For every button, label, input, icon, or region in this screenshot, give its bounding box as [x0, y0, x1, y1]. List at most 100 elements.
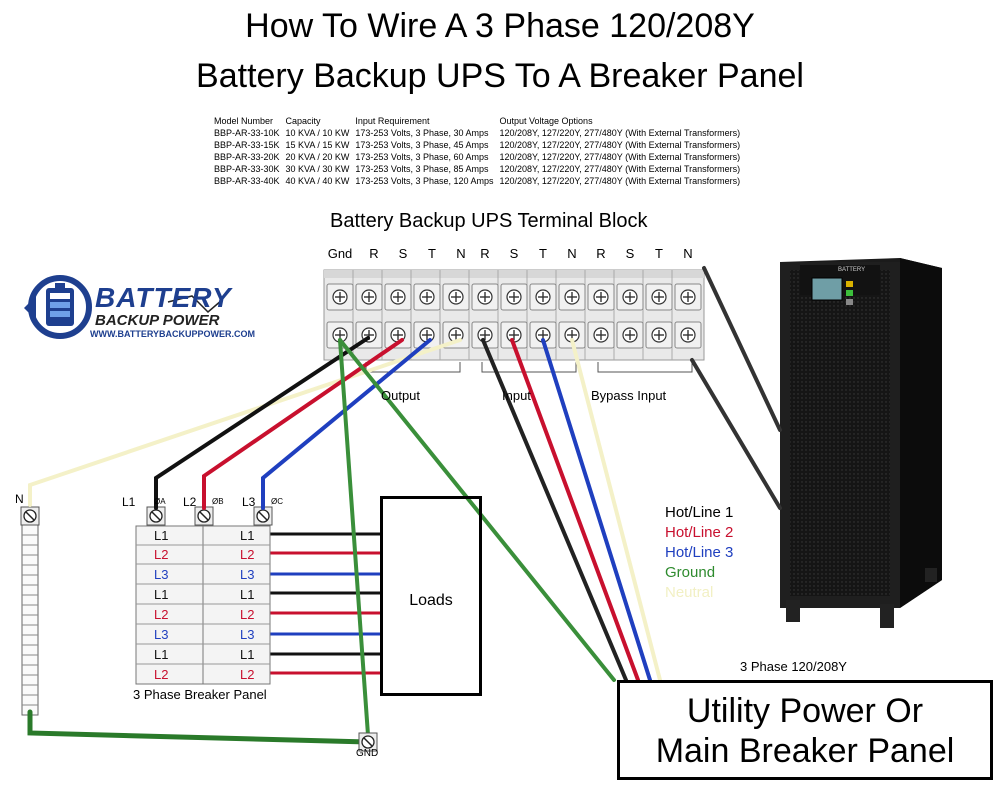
- spec-cell: 120/208Y, 127/220Y, 277/480Y (With Exter…: [499, 176, 741, 186]
- terminal-label: S: [625, 246, 635, 261]
- spec-cell: 120/208Y, 127/220Y, 277/480Y (With Exter…: [499, 128, 741, 138]
- spec-cell: 20 KVA / 20 KW: [285, 152, 350, 162]
- model-spec-table: Model Number Capacity Input Requirement …: [214, 115, 746, 187]
- spec-cell: BBP-AR-33-20K: [214, 152, 280, 162]
- bypass-group-label: Bypass Input: [591, 388, 667, 403]
- spec-header: Capacity: [285, 116, 321, 126]
- spec-row: BBP-AR-33-30K 30 KVA / 30 KW 173-253 Vol…: [214, 163, 746, 175]
- line2-wire-input: [510, 338, 640, 682]
- spec-cell: 40 KVA / 40 KW: [285, 176, 350, 186]
- utility-power-box: Utility Power Or Main Breaker Panel: [617, 680, 993, 780]
- line3-wire-output: [261, 338, 432, 510]
- phase-id-label: ØC: [271, 497, 283, 506]
- terminal-label: N: [456, 246, 466, 261]
- spec-cell: BBP-AR-33-15K: [214, 140, 280, 150]
- phase-line-label: L1: [122, 495, 136, 509]
- terminal-label: R: [480, 246, 490, 261]
- spec-header: Output Voltage Options: [499, 116, 593, 126]
- terminal-label: T: [655, 246, 663, 261]
- diagram-title-line1: How To Wire A 3 Phase 120/208Y: [245, 7, 755, 45]
- breaker-panel: [135, 506, 273, 685]
- supply-voltage-label: 3 Phase 120/208Y: [740, 659, 847, 674]
- spec-cell: 173-253 Volts, 3 Phase, 45 Amps: [355, 140, 489, 150]
- spec-cell: 10 KVA / 10 KW: [285, 128, 350, 138]
- legend-item-line2: Hot/Line 2: [665, 524, 734, 541]
- breaker-label-left: L1: [154, 587, 169, 602]
- spec-cell: BBP-AR-33-10K: [214, 128, 280, 138]
- ground-wire-utility: [338, 338, 616, 682]
- ground-wire-bar: [27, 709, 371, 745]
- loads-label: Loads: [409, 592, 453, 609]
- loads-box: [380, 496, 482, 696]
- breaker-label-left: L1: [154, 528, 169, 543]
- line1-wire-output: [154, 336, 370, 510]
- terminal-label: S: [509, 246, 519, 261]
- breaker-label-left: L1: [154, 647, 169, 662]
- spec-row: BBP-AR-33-15K 15 KVA / 15 KW 173-253 Vol…: [214, 139, 746, 151]
- breaker-label-right: L2: [240, 607, 255, 622]
- line1-wire-input: [481, 338, 628, 682]
- terminal-label: T: [539, 246, 547, 261]
- spec-cell: 30 KVA / 30 KW: [285, 164, 350, 174]
- ground-wire-panel: [338, 338, 370, 737]
- neutral-bar-label: N: [15, 492, 24, 506]
- breaker-label-right: L3: [240, 627, 255, 642]
- diagram-title-line2: Battery Backup UPS To A Breaker Panel: [196, 57, 804, 95]
- legend-item-neutral: Neutral: [665, 584, 714, 601]
- terminal-label-gnd: Gnd: [327, 246, 353, 261]
- spec-header: Input Requirement: [355, 116, 430, 126]
- spec-header-row: Model Number Capacity Input Requirement …: [214, 115, 746, 127]
- neutral-wire-output: [28, 338, 462, 507]
- phase-id-label: ØA: [154, 497, 166, 506]
- spec-cell: 173-253 Volts, 3 Phase, 85 Amps: [355, 164, 489, 174]
- breaker-label-right: L2: [240, 667, 255, 682]
- terminal-label: R: [596, 246, 606, 261]
- breaker-label-right: L1: [240, 647, 255, 662]
- breaker-label-left: L2: [154, 667, 169, 682]
- bypass-wire-upper: [702, 266, 782, 432]
- utility-label-line1: Utility Power Or: [686, 692, 924, 730]
- breaker-label-right: L1: [240, 587, 255, 602]
- ground-lug-label: GND: [356, 748, 379, 759]
- terminal-label: T: [428, 246, 436, 261]
- terminal-label: N: [683, 246, 693, 261]
- legend-item-ground: Ground: [665, 564, 716, 581]
- spec-row: BBP-AR-33-20K 20 KVA / 20 KW 173-253 Vol…: [214, 151, 746, 163]
- logo-emblem: [24, 275, 223, 339]
- ups-brand-label: BATTERY: [838, 267, 865, 273]
- utility-label-line2: Main Breaker Panel: [655, 732, 955, 770]
- spec-row: BBP-AR-33-10K 10 KVA / 10 KW 173-253 Vol…: [214, 127, 746, 139]
- spec-cell: 15 KVA / 15 KW: [285, 140, 350, 150]
- breaker-label-left: L2: [154, 607, 169, 622]
- spec-cell: 173-253 Volts, 3 Phase, 60 Amps: [355, 152, 489, 162]
- breaker-label-left: L3: [154, 567, 169, 582]
- breaker-label-right: L3: [240, 567, 255, 582]
- output-group-label: Output: [381, 388, 421, 403]
- neutral-wire-input: [570, 338, 662, 682]
- spec-header: Model Number: [214, 116, 274, 126]
- legend-item-line1: Hot/Line 1: [665, 504, 734, 521]
- spec-row: BBP-AR-33-40K 40 KVA / 40 KW 173-253 Vol…: [214, 175, 746, 187]
- spec-cell: 173-253 Volts, 3 Phase, 30 Amps: [355, 128, 489, 138]
- breaker-label-right: L2: [240, 547, 255, 562]
- breaker-label-left: L2: [154, 547, 169, 562]
- phase-id-label: ØB: [212, 497, 224, 506]
- logo-subtitle: BACKUP POWER: [95, 312, 220, 329]
- terminal-label: R: [369, 246, 379, 261]
- breaker-label-right: L1: [240, 528, 255, 543]
- breaker-label-left: L3: [154, 627, 169, 642]
- input-group-label: Input: [502, 388, 531, 403]
- line3-wire-input: [541, 338, 652, 682]
- terminal-block-title: Battery Backup UPS Terminal Block: [330, 210, 648, 232]
- spec-cell: 120/208Y, 127/220Y, 277/480Y (With Exter…: [499, 164, 741, 174]
- wires: [27, 266, 782, 745]
- terminal-label: N: [567, 246, 577, 261]
- logo-wordmark: BATTERY: [95, 282, 232, 313]
- line2-wire-output: [202, 338, 404, 510]
- ups-cabinet: BATTERY: [780, 258, 942, 628]
- neutral-bus-bar: [20, 506, 40, 716]
- spec-cell: BBP-AR-33-40K: [214, 176, 280, 186]
- spec-cell: 120/208Y, 127/220Y, 277/480Y (With Exter…: [499, 152, 741, 162]
- phase-line-label: L3: [242, 495, 256, 509]
- bypass-wire-lower: [690, 358, 782, 510]
